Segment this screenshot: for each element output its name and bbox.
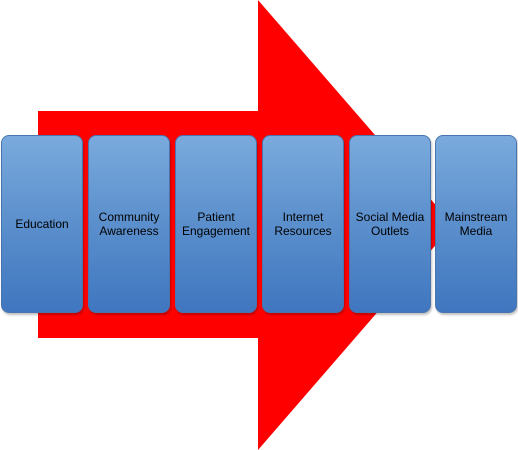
step-label: Mainstream Media	[444, 210, 508, 238]
step-patient-engagement: Patient Engagement	[175, 135, 257, 313]
step-label: Community Awareness	[98, 210, 160, 238]
step-label: Patient Engagement	[181, 210, 251, 238]
step-social-media-outlets: Social Media Outlets	[349, 135, 431, 313]
step-label: Education	[15, 217, 69, 231]
step-mainstream-media: Mainstream Media	[435, 135, 517, 313]
step-internet-resources: Internet Resources	[262, 135, 344, 313]
step-education: Education	[1, 135, 83, 313]
step-community-awareness: Community Awareness	[88, 135, 170, 313]
step-label: Internet Resources	[274, 210, 332, 238]
step-label: Social Media Outlets	[355, 210, 425, 238]
